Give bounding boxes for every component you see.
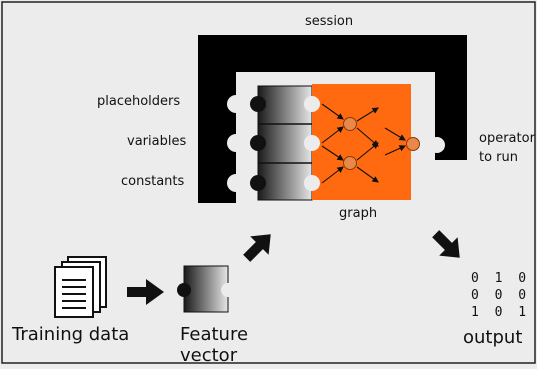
graph-node	[343, 117, 357, 131]
session-notch	[227, 134, 245, 152]
session-frame	[198, 35, 467, 203]
graph-node	[343, 156, 357, 170]
operator-label-line2: to run	[479, 150, 519, 165]
output-bits: 0 1 0 0 0 0 0 0 1 0 1 1	[471, 270, 537, 321]
operator-label-line1: operator	[479, 131, 535, 146]
output-label: output	[463, 327, 523, 348]
arrow-to-output	[432, 230, 460, 258]
session-notch	[227, 95, 245, 113]
graph-output-node	[406, 137, 420, 151]
training-data-label: Training data	[12, 324, 130, 345]
variables-label: variables	[127, 134, 187, 149]
feature-label-line1: Feature	[180, 324, 249, 345]
output-bits-row: 1 0 1 1	[471, 305, 537, 320]
placeholders-label: placeholders	[97, 94, 181, 109]
graph-edges	[321, 103, 407, 184]
output-bits-row: 0 0 0 0	[471, 288, 537, 303]
graph-label: graph	[339, 206, 378, 221]
feature-label-line2: vector	[180, 345, 238, 366]
data-puzzle-stack	[250, 85, 320, 201]
documents-icon	[54, 256, 107, 318]
arrow-to-feature	[127, 279, 164, 305]
feature-vector-puzzle-icon	[177, 265, 235, 313]
output-bits-row: 0 1 0 0	[471, 271, 537, 286]
constants-label: constants	[121, 174, 185, 189]
graph-box	[312, 84, 411, 200]
session-label: session	[305, 14, 354, 29]
session-notch	[227, 174, 245, 192]
arrow-to-graph	[243, 234, 271, 262]
session-notch-operator	[429, 137, 445, 153]
